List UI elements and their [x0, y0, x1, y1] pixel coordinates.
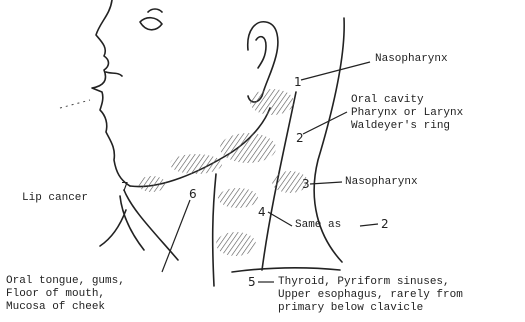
node-region-7 — [138, 176, 166, 192]
clavicle — [232, 268, 340, 272]
eye-icon — [140, 18, 162, 30]
node-region-2b — [170, 154, 222, 174]
label-nasopharynx-1: Nasopharynx — [375, 53, 448, 66]
face-profile — [92, 0, 130, 186]
label-region-2-line-3: Waldeyer's ring — [351, 120, 463, 133]
region-number-4: 4 — [258, 206, 266, 218]
region-number-2: 2 — [296, 132, 304, 144]
label-region-2-line-2: Pharynx or Larynx — [351, 107, 463, 120]
label-region-5-line-3: primary below clavicle — [278, 302, 463, 315]
node-region-1 — [250, 89, 294, 115]
leader-4 — [268, 212, 292, 226]
node-region-4 — [218, 188, 258, 208]
label-region-2-line-1: Oral cavity — [351, 94, 463, 107]
label-nasopharynx-3: Nasopharynx — [345, 176, 418, 189]
label-same-as: Same as — [295, 219, 341, 232]
node-region-2 — [220, 133, 276, 163]
region-number-5: 5 — [248, 276, 256, 288]
label-region-5-line-2: Upper esophagus, rarely from — [278, 289, 463, 302]
label-region-2: Oral cavity Pharynx or Larynx Waldeyer's… — [351, 94, 463, 133]
label-region-5: Thyroid, Pyriform sinuses, Upper esophag… — [278, 276, 463, 315]
throat-line — [124, 190, 178, 260]
leader-6 — [162, 200, 190, 272]
region-number-7: 7 — [121, 181, 129, 193]
label-lip-cancer: Lip cancer — [22, 192, 88, 205]
region-number-3: 3 — [302, 178, 310, 190]
label-region-6-line-3: Mucosa of cheek — [6, 301, 125, 314]
label-region-6-line-1: Oral tongue, gums, — [6, 275, 125, 288]
label-same-as-ref: 2 — [381, 218, 389, 230]
leader-2 — [303, 112, 347, 134]
leader-1 — [301, 62, 370, 80]
node-region-5 — [216, 232, 256, 256]
label-region-6-line-2: Floor of mouth, — [6, 288, 125, 301]
label-region-6: Oral tongue, gums, Floor of mouth, Mucos… — [6, 275, 125, 314]
region-number-6: 6 — [189, 188, 197, 200]
region-number-1: 1 — [294, 76, 302, 88]
leader-2-ref — [360, 224, 378, 226]
label-region-5-line-1: Thyroid, Pyriform sinuses, — [278, 276, 463, 289]
